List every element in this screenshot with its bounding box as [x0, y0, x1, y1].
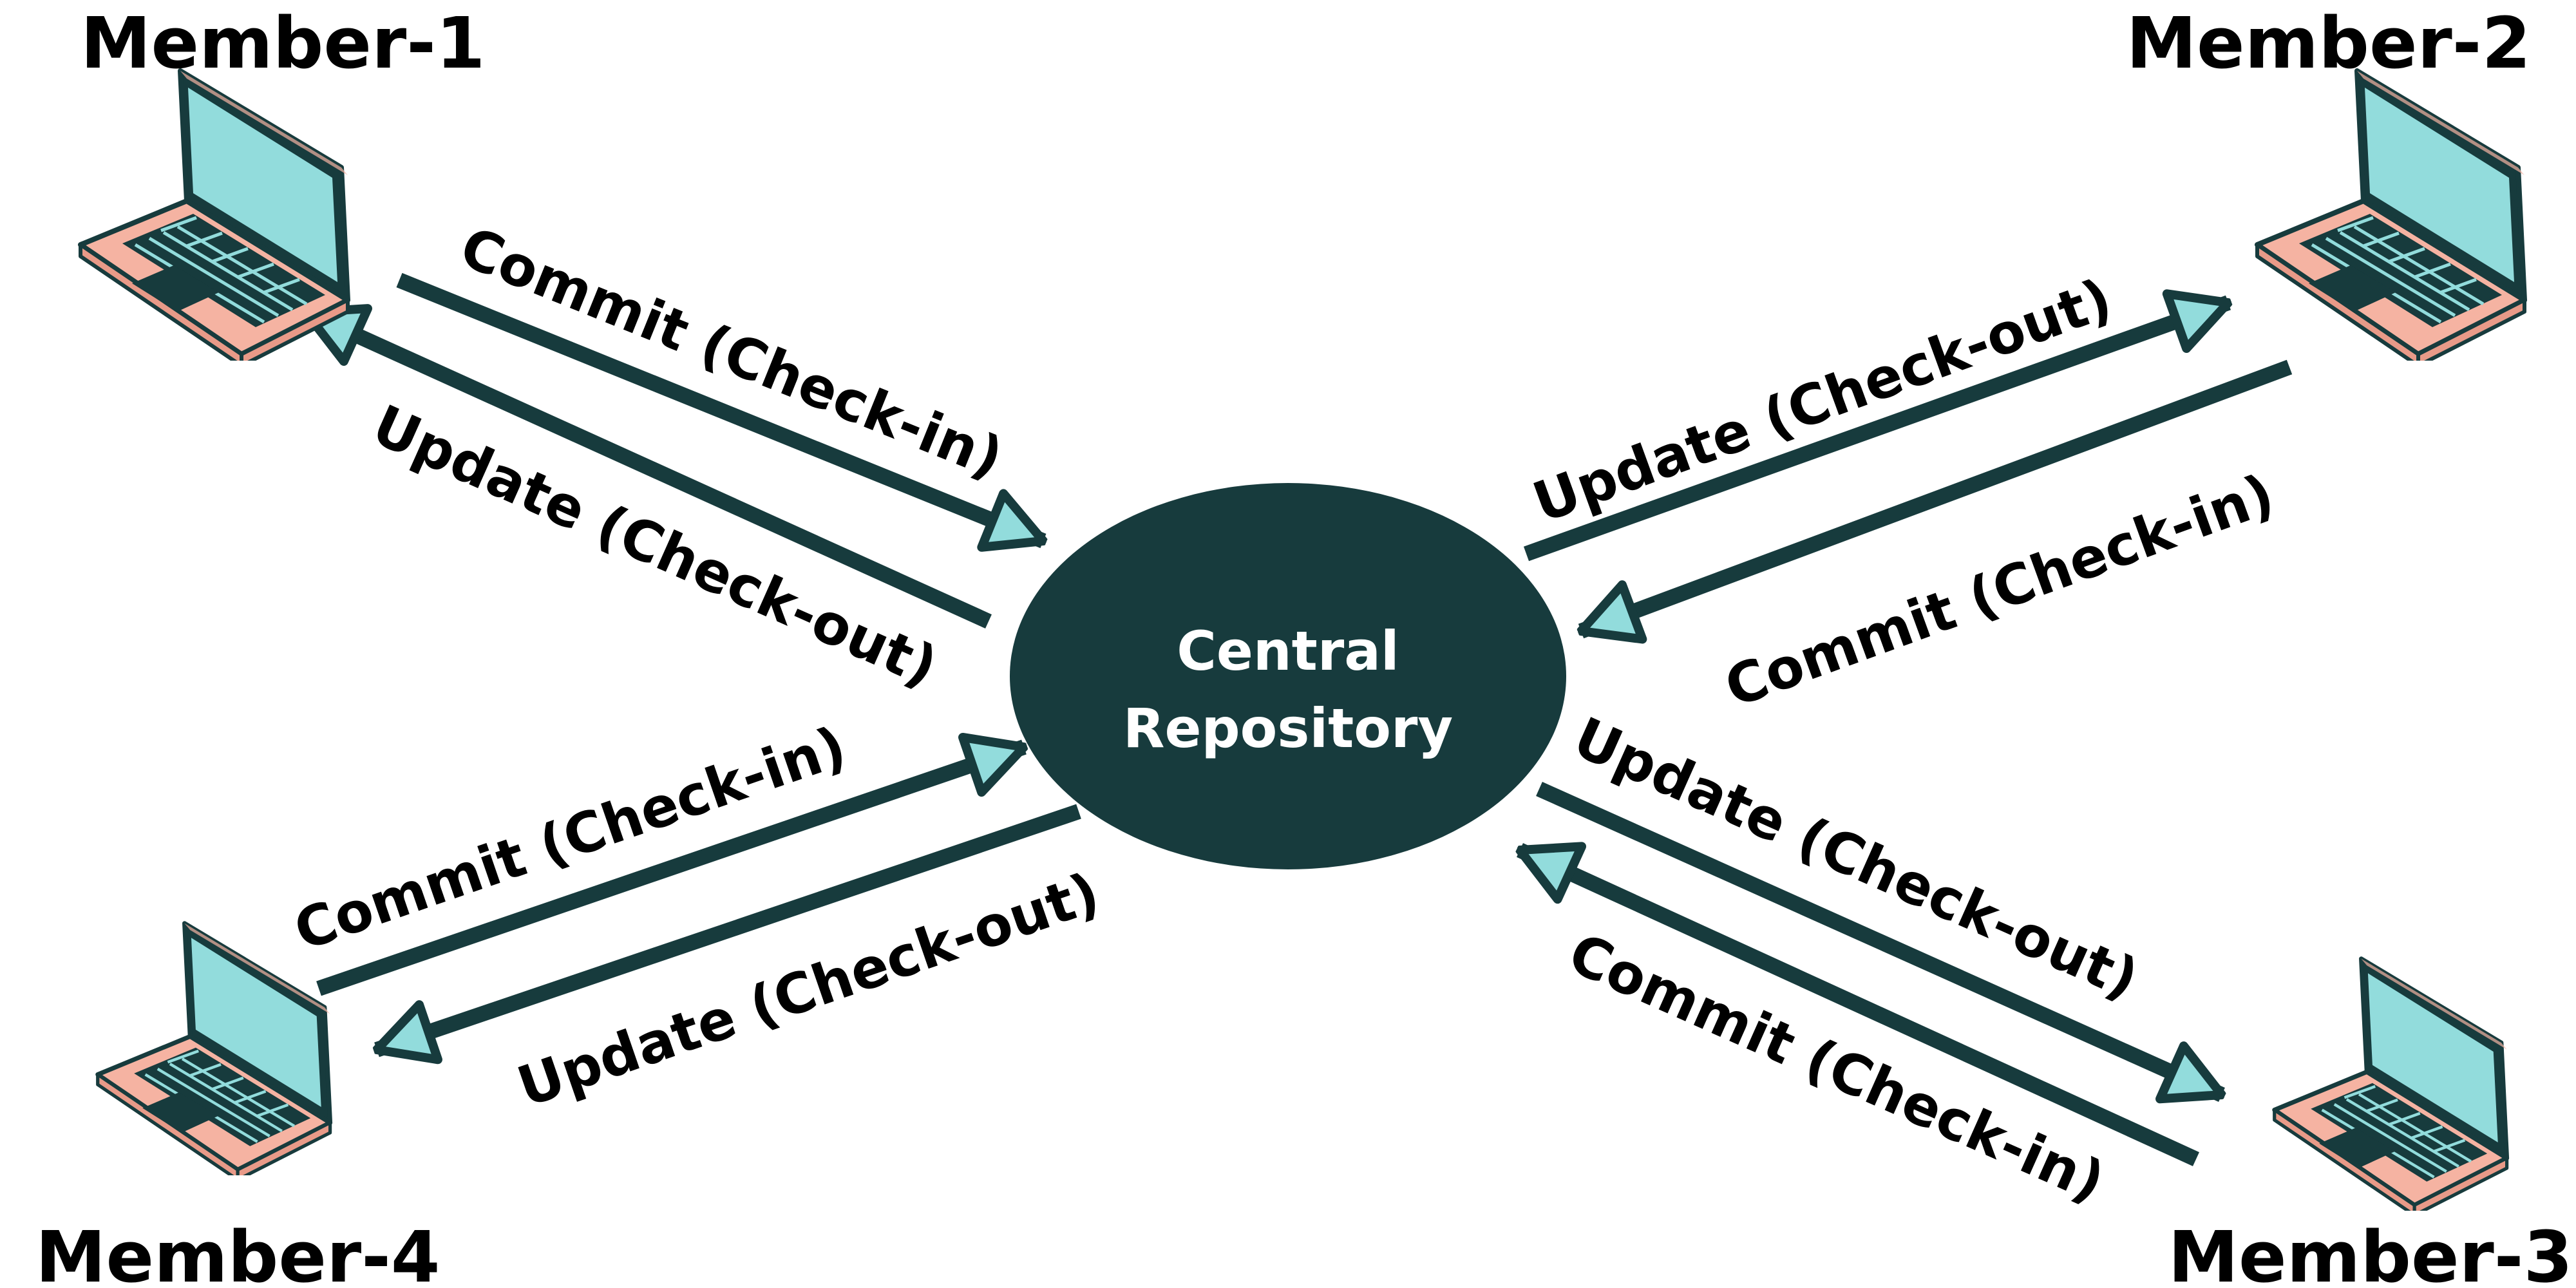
arrow-m4-update [377, 804, 1081, 1050]
connector-lines [306, 272, 2293, 1166]
laptop-icon-member-4 [98, 923, 330, 1180]
repository-label-line2: Repository [1123, 697, 1453, 760]
arrow-m3-update [1536, 782, 2222, 1095]
flow-label-m2-commit: Commit (Check-in) [1717, 462, 2282, 720]
laptop-icon-member-2 [2257, 71, 2524, 366]
laptop-icon-member-1 [80, 71, 348, 366]
member-3-label: Member-3 [2168, 1216, 2573, 1288]
member-4-label: Member-4 [35, 1216, 440, 1288]
member-2-label: Member-2 [2126, 2, 2531, 84]
central-repository: Central Repository [1010, 483, 1566, 869]
flow-label-m2-update: Update (Check-out) [1525, 267, 2120, 536]
arrow-m2-commit [1581, 359, 2293, 631]
arrow-m1-commit [396, 272, 1043, 541]
laptop-icon-member-3 [2275, 959, 2507, 1215]
arrow-m1-update [306, 312, 992, 629]
repository-label-line1: Central [1177, 620, 1399, 683]
arrow-m4-commit [316, 747, 1024, 996]
member-1-label: Member-1 [80, 2, 485, 84]
repository-node [1010, 483, 1566, 869]
flow-label-m1-commit: Commit (Check-in) [451, 215, 1012, 491]
arrow-m3-commit [1520, 850, 2199, 1166]
arrow-m2-update [1523, 303, 2228, 562]
